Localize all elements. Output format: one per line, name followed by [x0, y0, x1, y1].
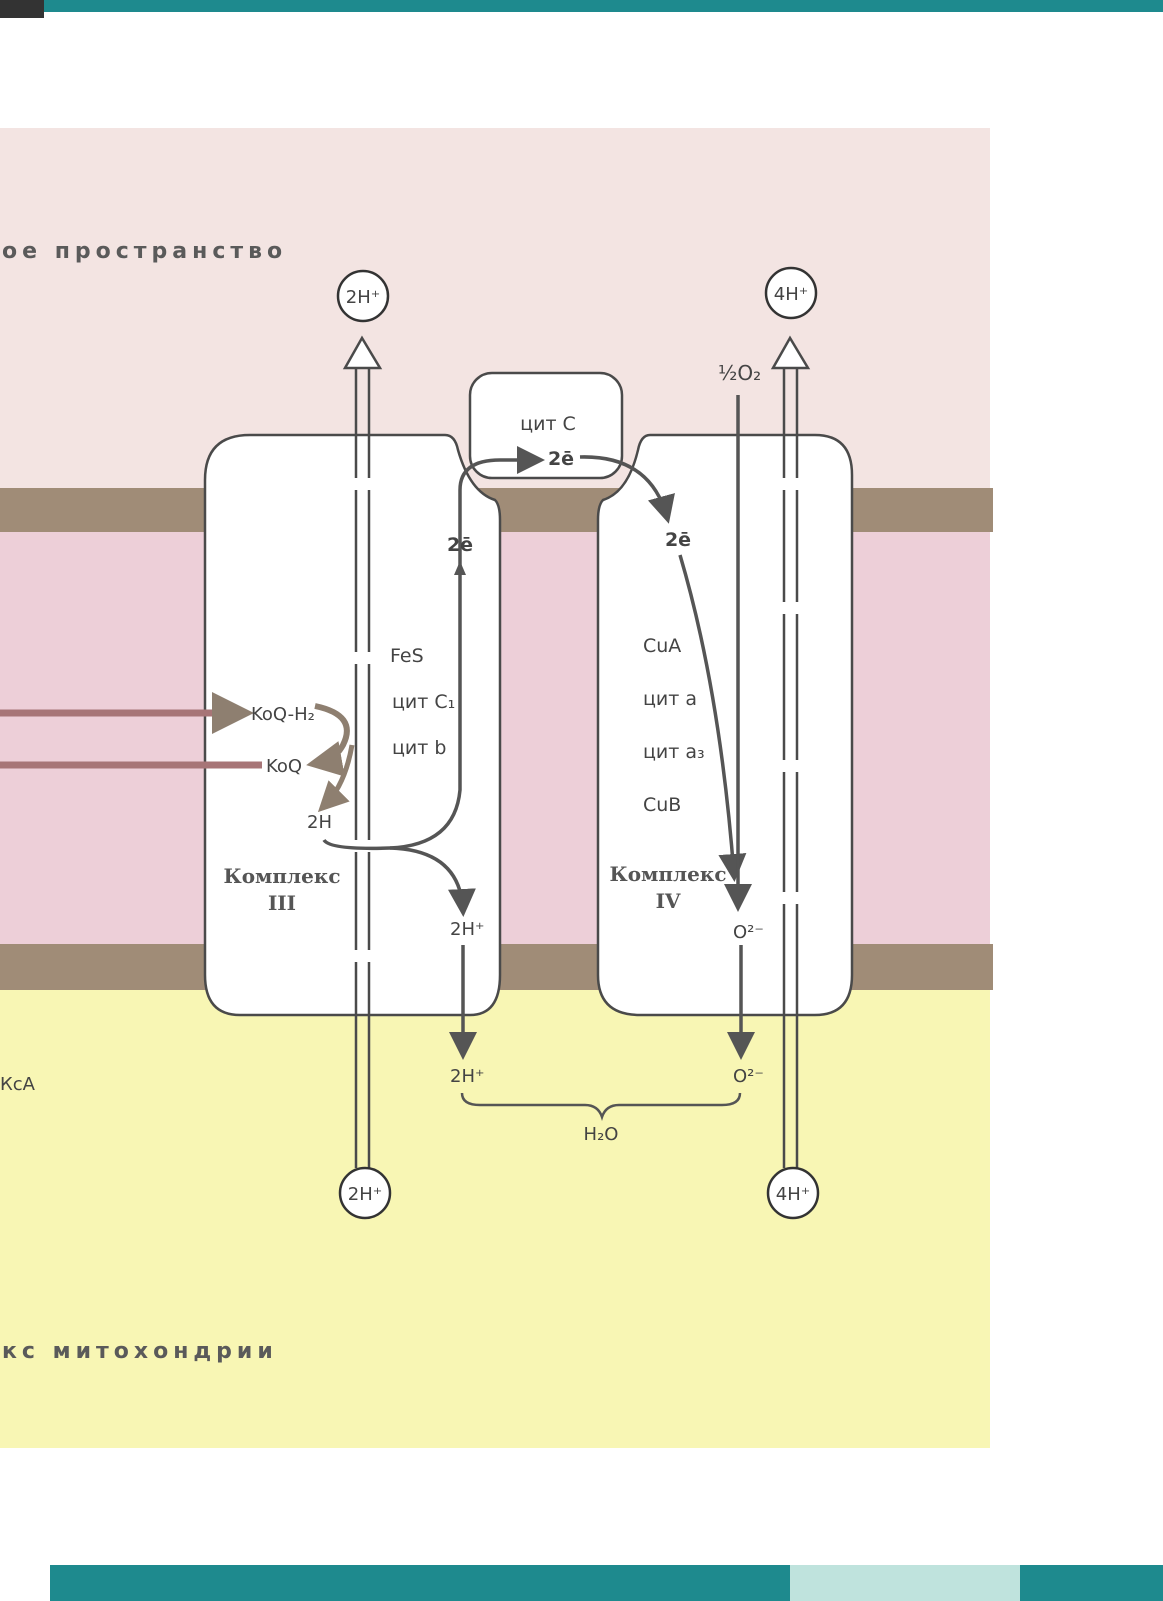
- coq-cycle-arrow: [306, 703, 350, 777]
- proton-channel-iv-gaps: [781, 478, 800, 904]
- cub-label: CuB: [643, 794, 681, 816]
- proton-circle-top-right: [764, 266, 818, 320]
- electrons-iv: 2ē: [665, 529, 691, 551]
- 2h-label: 2H: [307, 812, 332, 833]
- matrix-label: кс митохондрии: [2, 1339, 278, 1364]
- o2minus-matrix: O²⁻: [733, 1066, 764, 1087]
- 2h-plus-matrix: 2H⁺: [450, 1066, 485, 1087]
- complex-iv-box: [596, 433, 854, 1017]
- proton-circle-bottom-left: [338, 1166, 392, 1220]
- electron-up-mark: [454, 561, 466, 575]
- cyt-a3-label: цит a₃: [643, 741, 705, 763]
- 2h-plus-membrane: 2H⁺: [450, 919, 485, 940]
- intermembrane-label: ое пространство: [2, 239, 287, 264]
- proton-channel-iii: [354, 365, 371, 1168]
- coq-to-2h-arrow: [317, 744, 355, 813]
- proton-release-path: [389, 846, 476, 917]
- cua-label: CuA: [643, 635, 681, 657]
- proton-arrowhead-iii: [342, 335, 383, 370]
- water-label: H₂O: [584, 1124, 619, 1145]
- top-frame-corner: [0, 0, 44, 18]
- circle-bottom-left-label: 2H⁺: [348, 1184, 383, 1205]
- cyt-c-label: цит С: [520, 413, 576, 435]
- complex-iii-number: III: [268, 891, 296, 915]
- electron-path-iii: [322, 446, 545, 851]
- cyt-c-box: [468, 371, 624, 480]
- proton-circle-bottom-right: [766, 1166, 820, 1220]
- proton-circle-top-left: [336, 269, 390, 323]
- complex-iii-box: [203, 433, 502, 1017]
- coq-label: KoQ: [266, 756, 302, 777]
- complex-iv-number: IV: [656, 889, 681, 913]
- circle-bottom-right-label: 4H⁺: [776, 1184, 811, 1205]
- electron-path-iv-down: [678, 554, 747, 882]
- circle-top-right-label: 4H⁺: [774, 284, 809, 305]
- electron-path-iv: [579, 455, 675, 524]
- cyt-b-label: цит b: [392, 737, 446, 759]
- bottom-frame-light: [790, 1565, 1020, 1601]
- water-brace: [460, 1092, 742, 1121]
- complex-iii-title: Комплекс: [224, 864, 341, 888]
- kca-label: КсА: [0, 1074, 36, 1095]
- proton-arrowhead-iv: [770, 335, 811, 370]
- circle-top-left-label: 2H⁺: [346, 287, 381, 308]
- proton-channel-iii-gaps: [353, 478, 372, 962]
- coq-h2-label: KoQ-H₂: [251, 704, 315, 725]
- half-o2-label: ½O₂: [718, 361, 761, 385]
- o2minus-membrane: O²⁻: [733, 922, 764, 943]
- cyt-c-electrons: 2ē: [548, 448, 574, 470]
- top-frame-bar: [40, 0, 1163, 12]
- electrons-iii: 2ē: [447, 534, 473, 556]
- matrix-zone: [0, 990, 990, 1448]
- complex-iv-title: Комплекс: [610, 862, 727, 886]
- cyt-a-label: цит a: [643, 688, 697, 710]
- fes-label: FeS: [390, 645, 424, 667]
- cyt-c1-label: цит С₁: [392, 691, 455, 713]
